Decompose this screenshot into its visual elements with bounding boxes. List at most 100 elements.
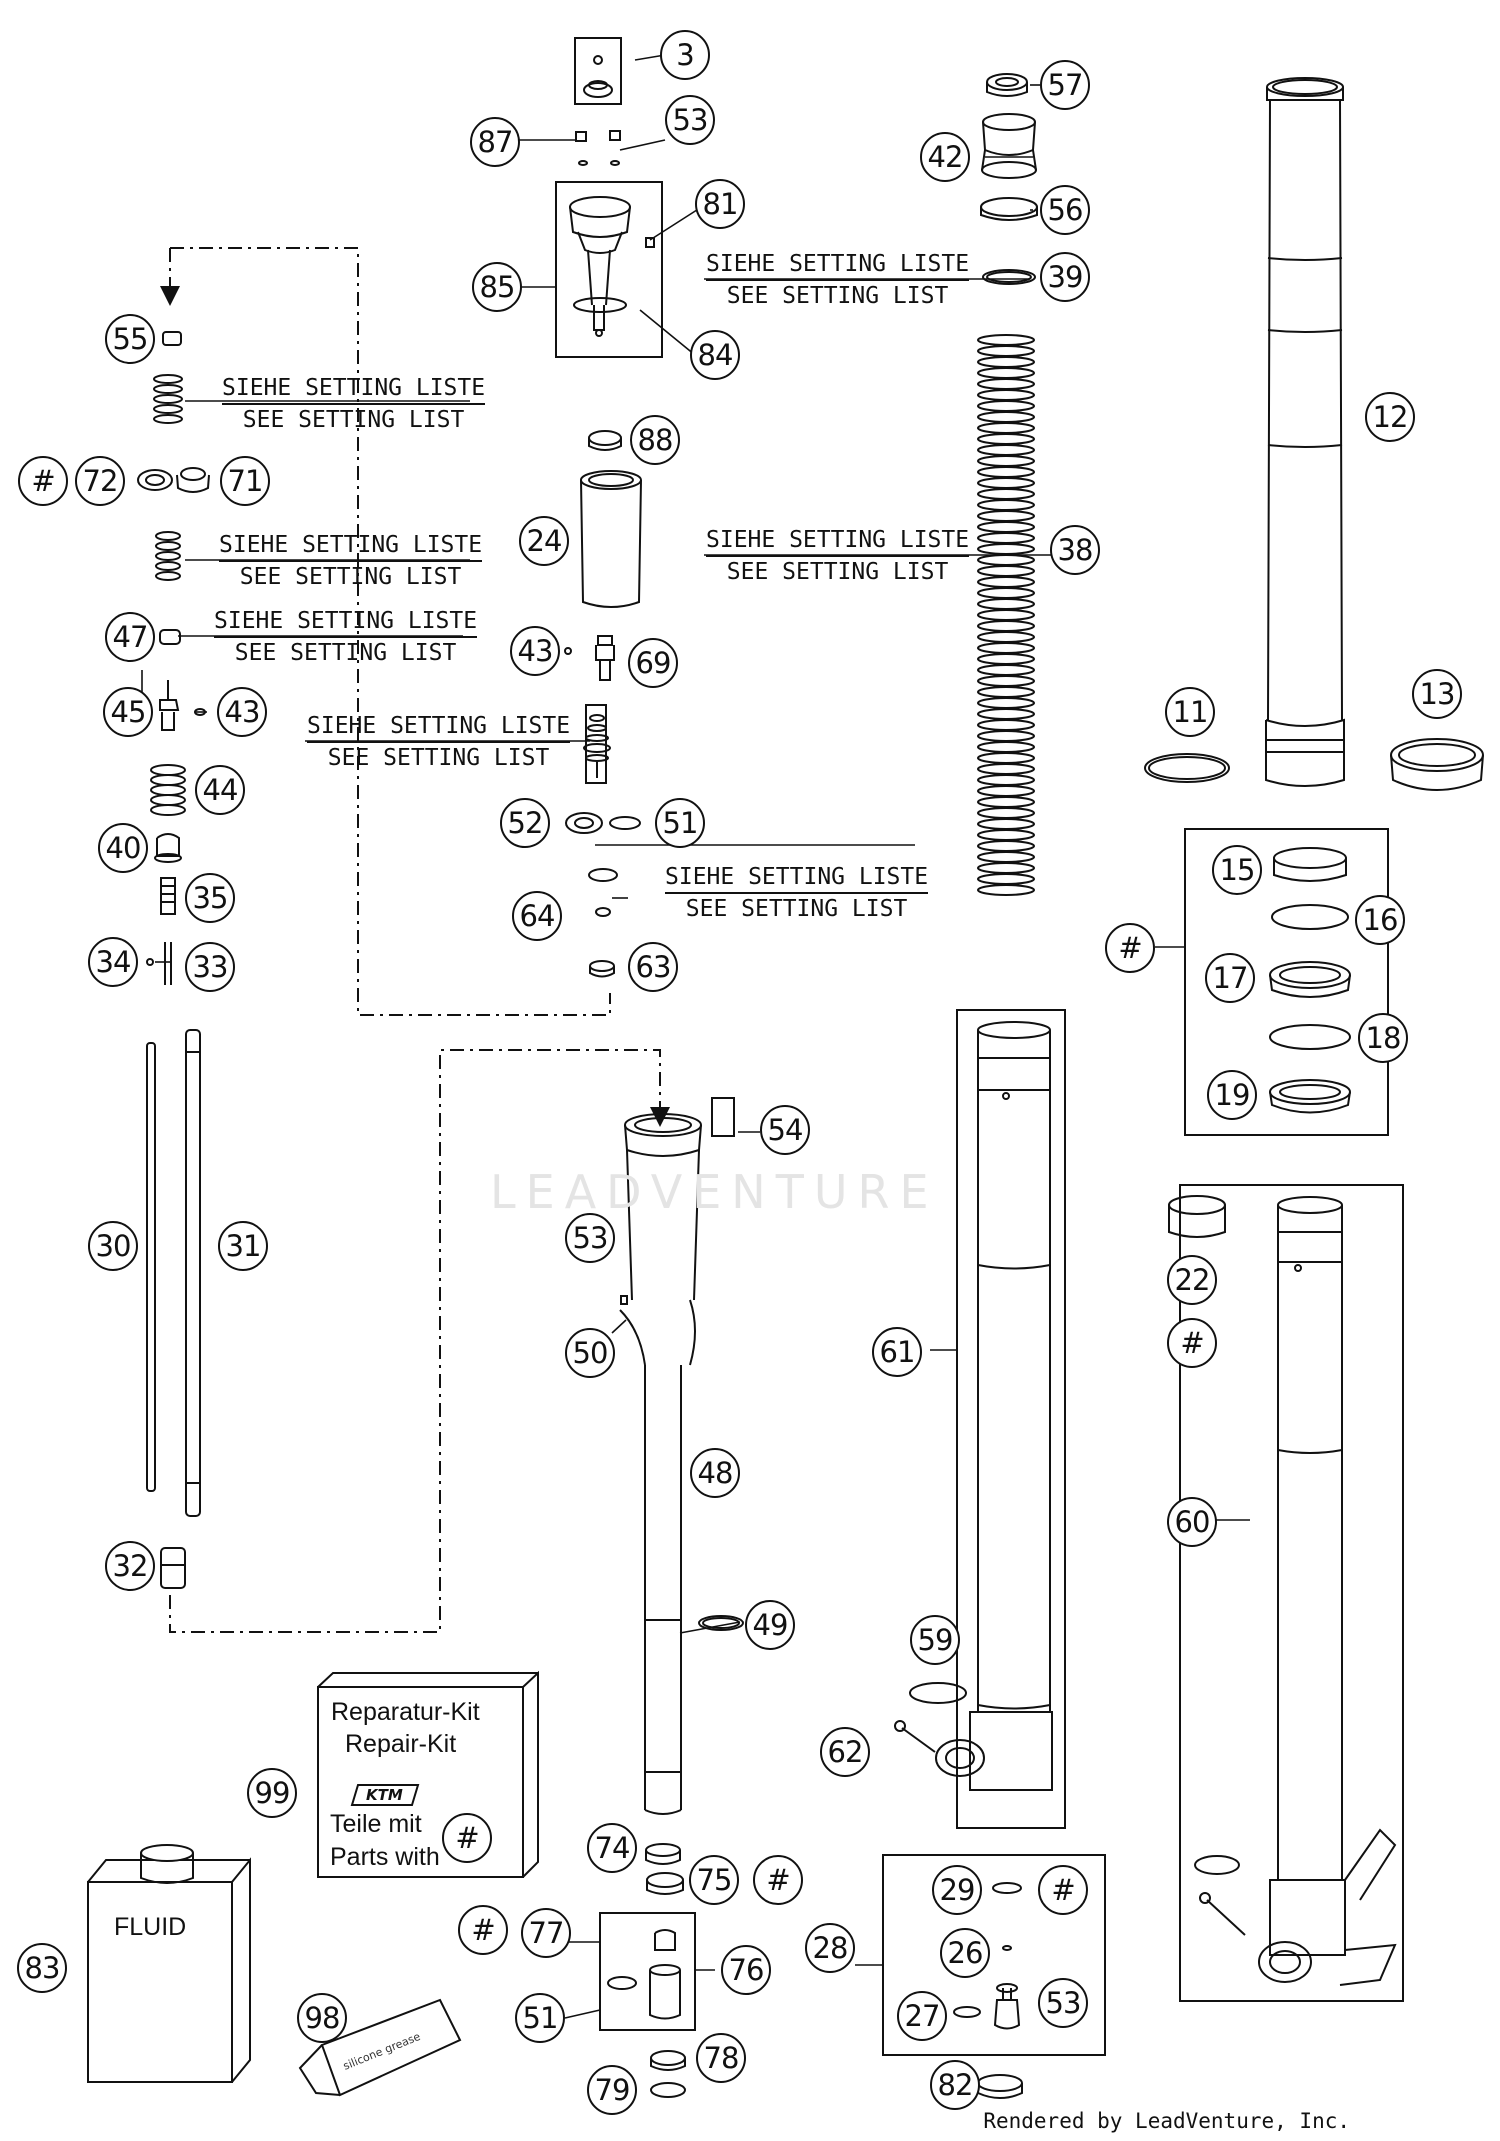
callout: 43: [510, 626, 560, 676]
dashed-path-upper: [169, 247, 611, 1016]
callout: 57: [1040, 60, 1090, 110]
spring-coil: [977, 873, 1035, 885]
spring-coil: [977, 862, 1035, 874]
spring-coil: [977, 356, 1035, 368]
setting-note-line-de: SIEHE SETTING LISTE: [706, 527, 970, 553]
callout: 44: [195, 765, 245, 815]
callout: 71: [220, 456, 270, 506]
callout: 83: [17, 1943, 67, 1993]
spring-coil: [977, 477, 1035, 489]
ring-part-39: [982, 269, 1036, 285]
callout: 88: [630, 415, 680, 465]
spring-coil: [977, 829, 1035, 841]
kit-line-2: Repair-Kit: [345, 1730, 457, 1758]
spring-coil: [977, 422, 1035, 434]
callout: 56: [1040, 185, 1090, 235]
group-box-3: [574, 37, 622, 105]
callout: 19: [1207, 1070, 1257, 1120]
fluid-label: FLUID: [114, 1913, 187, 1941]
nut-part-47: [159, 629, 181, 645]
callout: #: [1105, 923, 1155, 973]
clip-part-18: [1269, 1024, 1351, 1050]
spring-coil: [977, 587, 1035, 599]
spring-coil: [977, 763, 1035, 775]
callout: 81: [695, 179, 745, 229]
rod-part-30: [146, 1042, 156, 1492]
valve-part-69: [564, 635, 615, 681]
washer-part-72: [137, 469, 173, 491]
spring-coil: [977, 609, 1035, 621]
callout: 43: [217, 687, 267, 737]
spring-coil: [977, 664, 1035, 676]
callout: #: [18, 456, 68, 506]
cap-part-42: [981, 113, 1037, 179]
callout: 82: [930, 2060, 980, 2110]
spring-coil: [977, 840, 1035, 852]
arrow-head-upper: [160, 286, 180, 306]
ring-part-78-79: [650, 2050, 686, 2098]
ring-part-56: [980, 197, 1038, 221]
spring-coil: [977, 752, 1035, 764]
damper-head-part-85: [569, 196, 655, 337]
callout: 52: [500, 798, 550, 848]
fork-tube-part-48: [619, 1113, 702, 1815]
callout: 99: [247, 1768, 297, 1818]
setting-note-rule: [219, 560, 483, 562]
spring-coil: [977, 653, 1035, 665]
nut-part-32: [160, 1547, 186, 1589]
needle-part-33: [146, 942, 172, 985]
setting-note-line-en: SEE SETTING LIST: [234, 640, 457, 666]
spring-coil: [977, 818, 1035, 830]
setting-note-line-en: SEE SETTING LIST: [327, 745, 550, 771]
shim-part-64: [588, 868, 618, 917]
callout: 53: [665, 95, 715, 145]
callout: 30: [88, 1221, 138, 1271]
arrow-head-lower: [650, 1107, 670, 1127]
cylinder-part-77-76: [607, 1929, 681, 2020]
setting-note-rule: [222, 403, 486, 405]
bushing-part-88: [588, 430, 622, 451]
spring-coil: [977, 389, 1035, 401]
spring-coil: [977, 543, 1035, 555]
callout: 63: [628, 942, 678, 992]
callout: 39: [1040, 252, 1090, 302]
callout: 3: [660, 30, 710, 80]
setting-note-6: SIEHE SETTING LISTE SEE SETTING LIST: [706, 249, 970, 311]
callout: 40: [98, 823, 148, 873]
kit-line-4: Parts with: [330, 1843, 440, 1871]
ring-part-11: [1144, 753, 1230, 783]
group-box-seals: [1184, 828, 1389, 1136]
setting-note-rule: [706, 555, 970, 557]
spring-coil: [977, 796, 1035, 808]
callout: 45: [103, 687, 153, 737]
ring-part-59: [909, 1682, 967, 1704]
piston-part-71: [176, 467, 210, 493]
callout: 78: [696, 2033, 746, 2083]
wiper-part-19: [1269, 1079, 1351, 1114]
spring-coil: [977, 444, 1035, 456]
callout: 55: [105, 314, 155, 364]
outer-tube-part-12: [1265, 77, 1345, 787]
shims-setting-2: [155, 531, 181, 581]
callout: 16: [1355, 895, 1405, 945]
group-box-85: [555, 181, 663, 358]
callout: 12: [1365, 392, 1415, 442]
cup-part-40: [154, 833, 182, 863]
group-box-54: [711, 1097, 735, 1137]
screw-part-87: [575, 130, 621, 166]
setting-note-7: SIEHE SETTING LISTE SEE SETTING LIST: [706, 525, 970, 587]
callout: 54: [760, 1105, 810, 1155]
spring-part-38: [977, 334, 1035, 896]
group-box-28: [882, 1854, 1106, 2056]
spring-coil: [977, 345, 1035, 357]
spring-coil: [977, 598, 1035, 610]
spring-coil: [977, 378, 1035, 390]
setting-note-line-en: SEE SETTING LIST: [726, 283, 949, 309]
callout: #: [458, 1905, 508, 1955]
callout: 76: [721, 1945, 771, 1995]
callout: 62: [820, 1727, 870, 1777]
callout: 98: [297, 1993, 347, 2043]
spring-part-44: [150, 764, 186, 816]
repair-kit-box-part-99: KTM: [317, 1670, 539, 1878]
callout: 49: [745, 1600, 795, 1650]
